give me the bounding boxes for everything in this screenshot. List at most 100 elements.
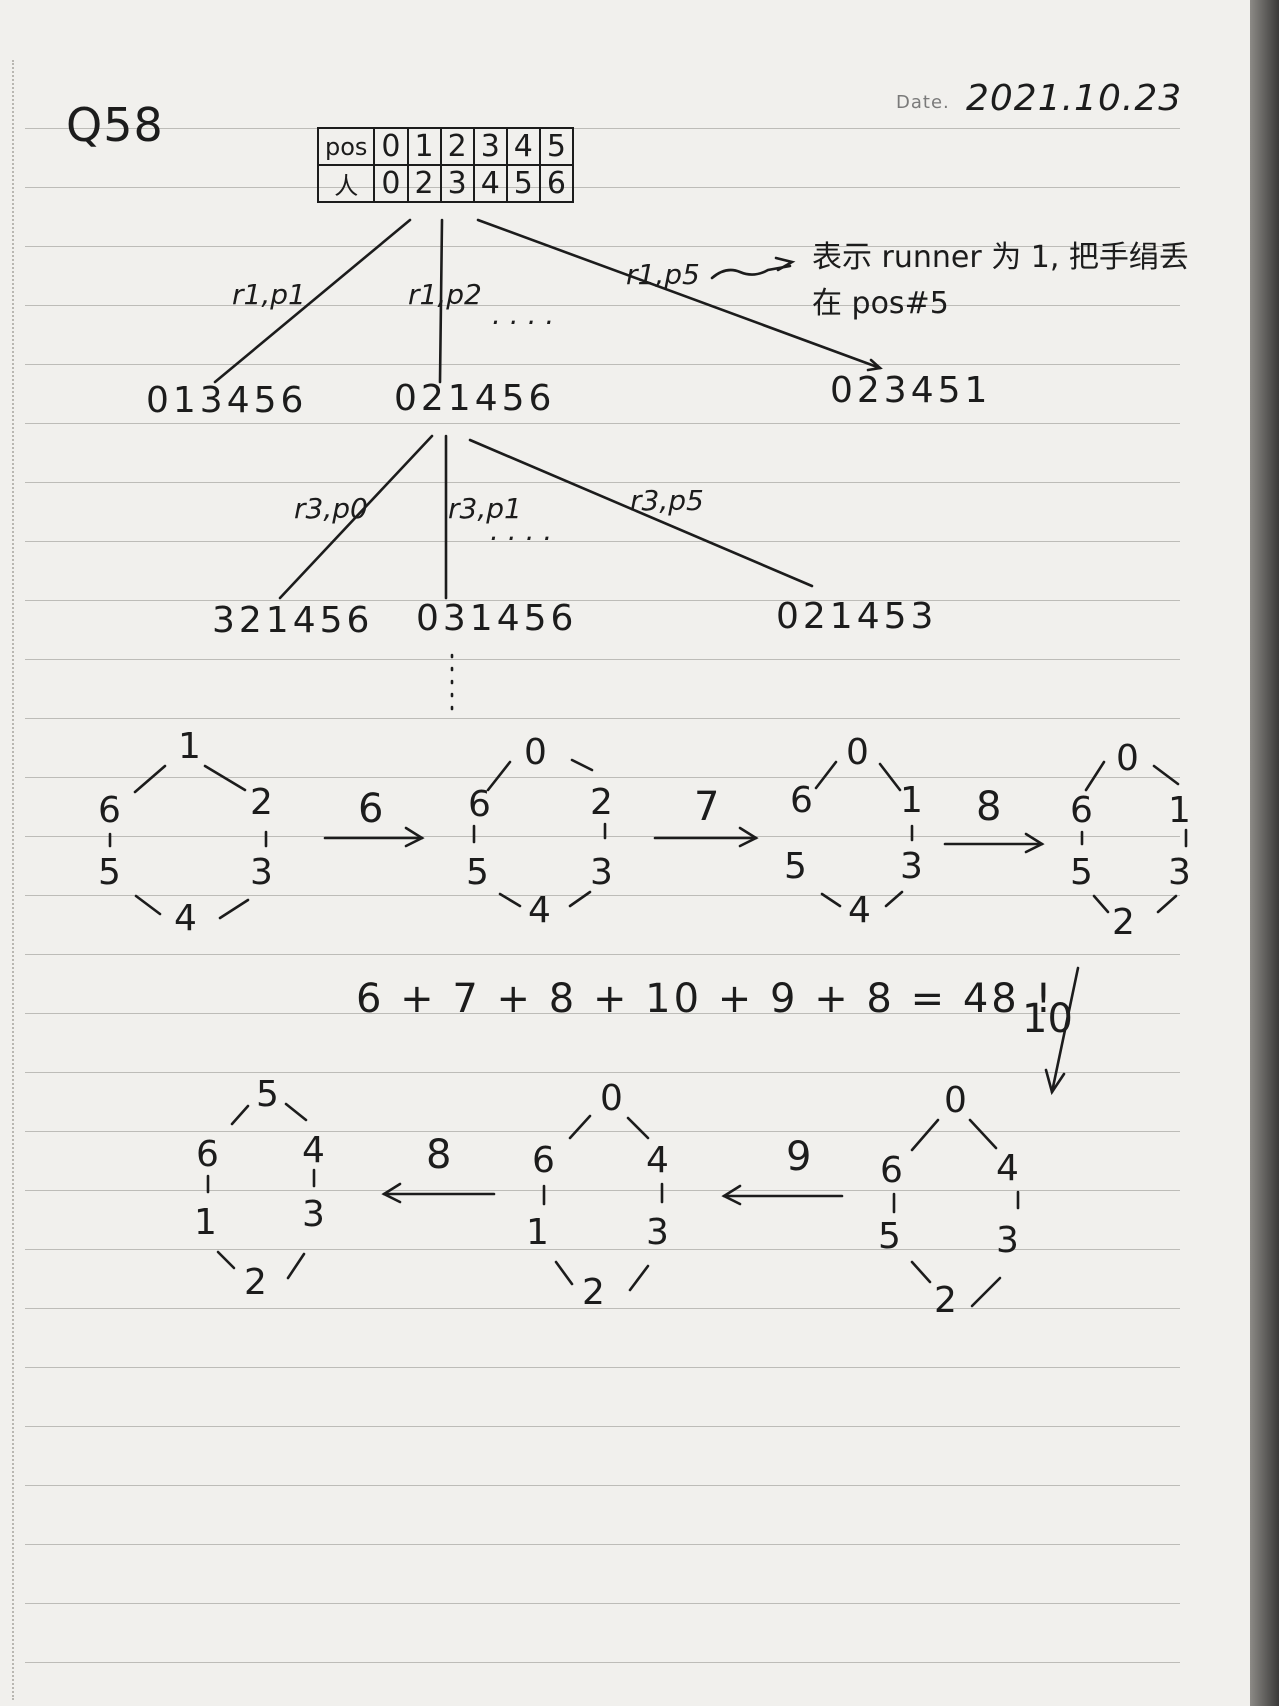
- ruled-line: [25, 187, 1180, 188]
- ruled-line: [25, 246, 1180, 247]
- ring-node: 5: [878, 1216, 901, 1257]
- tree-node: 021453: [776, 596, 938, 637]
- edge-label: r3,p5: [630, 484, 704, 517]
- table-cell: 4: [472, 164, 508, 203]
- ruled-line: [25, 1131, 1180, 1132]
- ruled-line: [25, 1190, 1180, 1191]
- arrow-label: 8: [976, 784, 1002, 830]
- table-cell: 0: [373, 127, 409, 166]
- table-cell: pos: [316, 127, 376, 166]
- date-label: Date.: [896, 92, 950, 113]
- ruled-line: [25, 423, 1180, 424]
- ring-node: 0: [944, 1080, 967, 1121]
- ring-node: 6: [532, 1140, 555, 1181]
- ring-node: 1: [526, 1212, 549, 1253]
- ruled-line: [25, 1485, 1180, 1486]
- ring-node: 2: [590, 782, 613, 823]
- ring-node: 4: [528, 890, 551, 931]
- ellipsis: . . . .: [492, 298, 555, 331]
- arrow-label: 6: [358, 786, 384, 832]
- ruled-line: [25, 777, 1180, 778]
- ruled-line: [25, 836, 1180, 837]
- ring-node: 4: [174, 898, 197, 939]
- ring-node: 0: [524, 732, 547, 773]
- ring-node: 2: [1112, 902, 1135, 943]
- edge-label: r1,p5: [626, 258, 700, 291]
- ring-node: 3: [302, 1194, 325, 1235]
- ruled-line: [25, 1603, 1180, 1604]
- ring-node: 1: [1168, 790, 1191, 831]
- tree-node: 023451: [830, 370, 992, 411]
- note-line-2: 在 pos#5: [812, 286, 949, 321]
- table-cell: 5: [505, 164, 541, 203]
- ring-node: 3: [590, 852, 613, 893]
- squiggle-arrow: [710, 264, 792, 280]
- notebook-page: Q58 Date. 2021.10.23 pos 0 1 2 3 4 5 人 0…: [0, 0, 1250, 1706]
- tree-edge-line: [438, 218, 444, 384]
- ring-node: 3: [1168, 852, 1191, 893]
- table-cell: 2: [406, 164, 442, 203]
- ring-node: 5: [256, 1074, 279, 1115]
- table-cell: 6: [538, 164, 574, 203]
- date-value: 2021.10.23: [966, 78, 1183, 119]
- ring-node: 2: [244, 1262, 267, 1303]
- ruled-line: [25, 659, 1180, 660]
- ring-node: 6: [880, 1150, 903, 1191]
- table-row-pos: pos 0 1 2 3 4 5: [316, 127, 574, 166]
- ring-node: 0: [1116, 738, 1139, 779]
- ruled-line: [25, 1367, 1180, 1368]
- arrow-head: [774, 256, 796, 272]
- ring-node: 6: [98, 790, 121, 831]
- ring-node: 3: [996, 1220, 1019, 1261]
- ruled-line: [25, 1544, 1180, 1545]
- tree-node: 021456: [394, 378, 556, 419]
- ellipsis: . . . .: [490, 514, 553, 547]
- tree-node: 013456: [146, 380, 308, 421]
- tree-node: 031456: [416, 598, 578, 639]
- sum-equation: 6 + 7 + 8 + 10 + 9 + 8 = 48 !: [356, 976, 1055, 1022]
- ring-node: 1: [900, 780, 923, 821]
- tree-node: 321456: [212, 600, 374, 641]
- table-cell: 人: [316, 164, 376, 203]
- ruled-line: [25, 364, 1180, 365]
- table-cell: 1: [406, 127, 442, 166]
- ring-node: 3: [900, 846, 923, 887]
- ring-node: 4: [848, 890, 871, 931]
- ruled-line: [25, 1308, 1180, 1309]
- ring-node: 2: [582, 1272, 605, 1313]
- arrow-label: 9: [786, 1134, 812, 1180]
- ring-node: 4: [646, 1140, 669, 1181]
- ruled-line: [25, 1013, 1180, 1014]
- arrow-label: 8: [426, 1132, 452, 1178]
- ruled-line: [25, 1662, 1180, 1663]
- ruled-line: [25, 305, 1180, 306]
- question-number: Q58: [66, 98, 164, 152]
- edge-label: r3,p1: [448, 492, 522, 525]
- edge-label: r1,p2: [408, 278, 482, 311]
- ring-node: 5: [98, 852, 121, 893]
- ring-node: 5: [1070, 852, 1093, 893]
- ruled-line: [25, 1072, 1180, 1073]
- ruled-line: [25, 895, 1180, 896]
- arrow-label: 7: [694, 784, 720, 830]
- margin-line: [12, 60, 16, 1700]
- pen-strokes: [108, 218, 1188, 1308]
- ruled-line: [25, 128, 1180, 129]
- table-cell: 5: [538, 127, 574, 166]
- ring-node: 0: [600, 1078, 623, 1119]
- page-edge-shadow: [1250, 0, 1279, 1706]
- ruled-line: [25, 1426, 1180, 1427]
- ring-node: 6: [1070, 790, 1093, 831]
- ring-node: 4: [996, 1148, 1019, 1189]
- edge-label: r3,p0: [294, 492, 368, 525]
- position-table: pos 0 1 2 3 4 5 人 0 2 3 4 5 6: [316, 127, 574, 203]
- tree-edge-line: [278, 434, 434, 600]
- ring-node: 6: [790, 780, 813, 821]
- table-row-person: 人 0 2 3 4 5 6: [316, 164, 574, 203]
- note-line-1: 表示 runner 为 1, 把手绢丢: [812, 240, 1189, 275]
- ring-node: 0: [846, 732, 869, 773]
- ruled-line: [25, 718, 1180, 719]
- table-cell: 0: [373, 164, 409, 203]
- ring-node: 2: [250, 782, 273, 823]
- ruled-line: [25, 600, 1180, 601]
